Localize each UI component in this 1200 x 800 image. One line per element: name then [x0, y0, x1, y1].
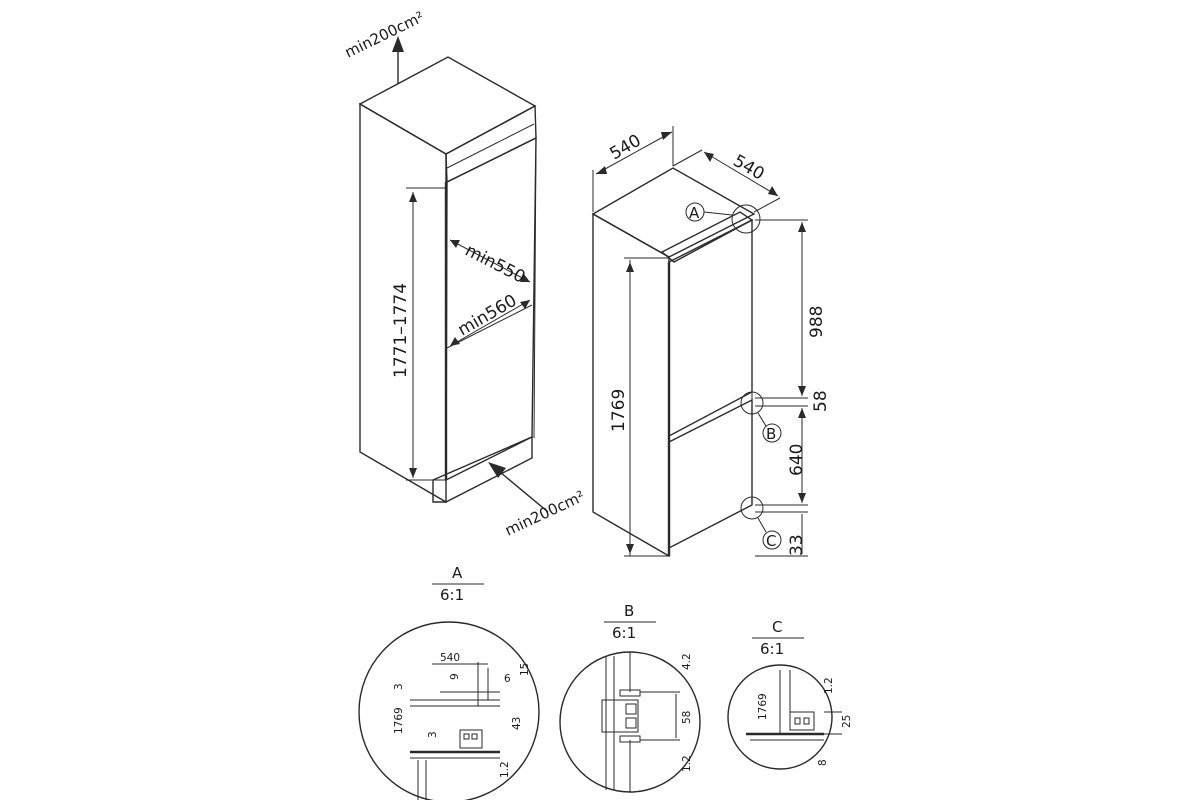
- detail-a: A 6:1 540 15 9 6 3 1769 3 43 1.2: [358, 564, 540, 800]
- door-gap-dim: 58: [811, 390, 831, 412]
- detail-b-marker: [740, 391, 764, 415]
- detail-a-circle: [358, 621, 540, 800]
- detail-a-6: 6: [504, 673, 511, 685]
- upper-door: [668, 218, 753, 438]
- niche-plinth: [432, 435, 533, 503]
- vent-top-label: min200cm²: [342, 8, 427, 62]
- detail-c-8: 8: [817, 759, 829, 766]
- detail-a-scale: 6:1: [440, 586, 464, 604]
- detail-c-1769: 1769: [757, 693, 769, 720]
- detail-b-1-2: 1.2: [681, 755, 693, 772]
- niche-depth-dim: min550: [462, 241, 529, 288]
- vent-bottom-label: min200cm²: [502, 487, 587, 540]
- lower-door: [668, 398, 753, 550]
- lower-door-dim: 640: [787, 444, 807, 476]
- detail-c-scale: 6:1: [760, 640, 784, 658]
- detail-a-3b: 3: [427, 731, 439, 738]
- arrow-diagonal-icon: [488, 462, 506, 478]
- detail-c-1-2: 1.2: [823, 677, 835, 694]
- detail-a-9: 9: [449, 673, 461, 680]
- detail-c-title: C: [772, 618, 782, 636]
- detail-a-1769: 1769: [393, 707, 405, 734]
- detail-b-4-2: 4.2: [681, 653, 693, 670]
- detail-a-540: 540: [440, 652, 460, 664]
- cabinet-niche: min200cm² min200cm² min550 min560 1771–1…: [342, 8, 588, 540]
- detail-b-scale: 6:1: [612, 624, 636, 642]
- base-dim: 33: [787, 534, 807, 556]
- detail-a-15: 15: [519, 663, 531, 676]
- detail-b-58: 58: [681, 711, 693, 724]
- niche-height-dim: 1771–1774: [391, 283, 411, 378]
- marker-b-label: B: [766, 425, 776, 443]
- detail-a-title: A: [452, 564, 463, 582]
- marker-c-label: C: [766, 532, 776, 550]
- appliance-depth-dim: 540: [730, 151, 768, 185]
- detail-c-marker: [740, 496, 764, 520]
- arrow-up-icon: [392, 36, 404, 52]
- detail-c-25: 25: [841, 715, 853, 728]
- detail-c-circle: [727, 664, 833, 770]
- appliance-width-dim: 540: [607, 131, 645, 165]
- niche-top-panel: [358, 56, 537, 155]
- appliance-top: [591, 167, 756, 258]
- vent-bottom-arrow: [499, 471, 549, 513]
- detail-c: C 6:1 1769 1.2 25 8: [727, 618, 853, 770]
- detail-b: B 6:1 4.2 58 1.2: [559, 602, 701, 793]
- detail-a-43: 43: [511, 717, 523, 730]
- appliance-view: 1769 540 540 988 58 640 33: [591, 126, 831, 558]
- appliance-height-dim: 1769: [609, 389, 629, 432]
- detail-a-marker: [731, 204, 761, 234]
- detail-b-title: B: [624, 602, 634, 620]
- detail-a-3a: 3: [393, 683, 405, 690]
- marker-a-label: A: [689, 204, 700, 222]
- upper-door-dim: 988: [807, 306, 827, 338]
- detail-a-1-2: 1.2: [499, 761, 511, 778]
